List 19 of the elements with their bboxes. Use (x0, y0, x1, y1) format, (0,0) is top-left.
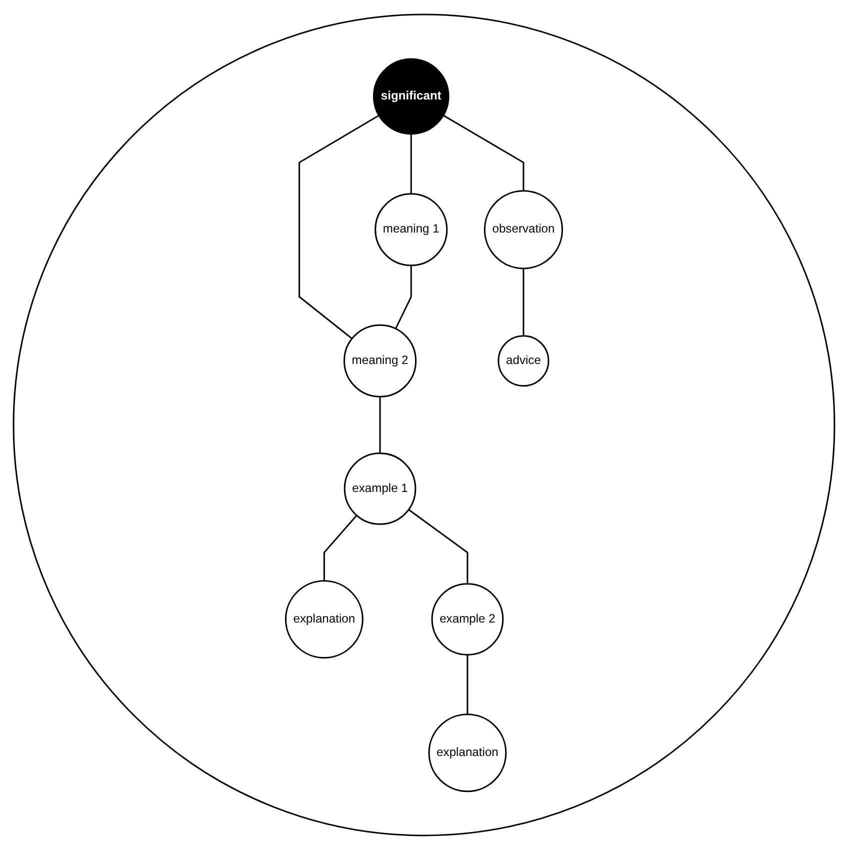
connector (298, 115, 379, 340)
enclosing-circle (12, 14, 836, 836)
node-circle: example 2 (431, 583, 504, 656)
node-circle: advice (498, 335, 550, 387)
node-circle: meaning 1 (374, 193, 448, 266)
connector (394, 265, 412, 330)
connector (443, 114, 524, 191)
connector (466, 654, 468, 714)
node-circle: meaning 2 (344, 324, 417, 398)
connector (522, 268, 524, 336)
connector (323, 514, 358, 581)
node-circle: explanation (284, 580, 364, 659)
connector (410, 134, 412, 194)
connector (379, 396, 381, 454)
node-circle: observation (484, 190, 564, 270)
connector (408, 509, 468, 584)
node-circle: significant (372, 58, 450, 135)
node-circle: example 1 (344, 452, 416, 525)
node-circle: explanation (428, 714, 507, 792)
